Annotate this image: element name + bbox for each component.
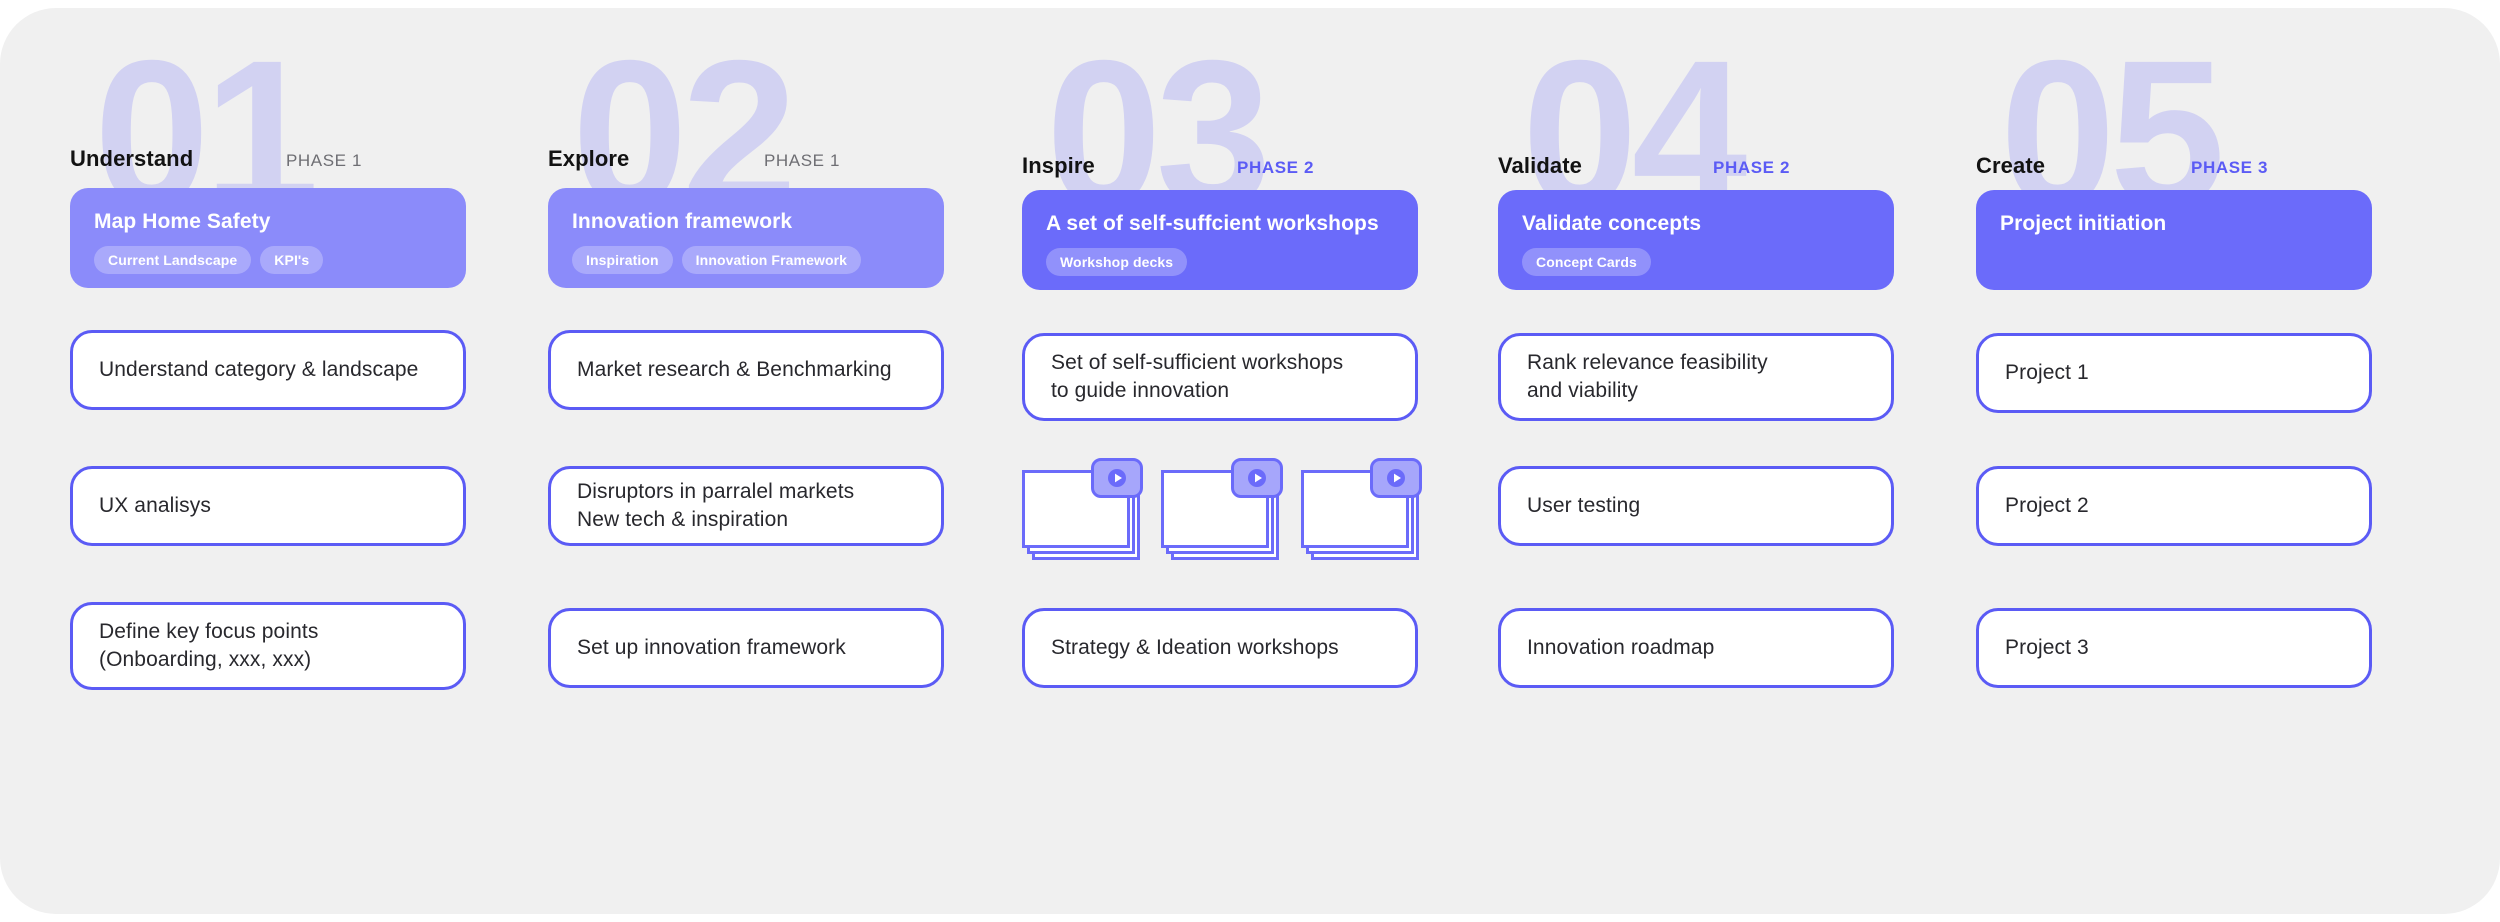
phase-item-text: User testing [1527,492,1640,520]
phase-item-line: Project 2 [2005,493,2089,517]
phase-item-line: Set of self-sufficient workshops [1051,350,1344,374]
phase-tag[interactable]: Workshop decks [1046,248,1188,277]
phase-tag[interactable]: KPI's [260,246,324,275]
phase-header: Explore PHASE 1 [548,146,840,172]
phase-item-line: Understand category & landscape [99,357,419,381]
phase-item-card[interactable]: Define key focus points (Onboarding, xxx,… [70,602,466,690]
phase-item-text: Project 3 [2005,634,2089,662]
phase-header: Create PHASE 3 [1976,153,2268,179]
phase-item-line: Strategy & Ideation workshops [1051,635,1339,659]
phase-tag[interactable]: Innovation Framework [681,246,862,275]
phase-tag-row: Inspiration Innovation Framework [572,246,920,275]
phase-item-line: (Onboarding, xxx, xxx) [99,648,312,671]
phase-item-text: Rank relevance feasibility and viability [1527,349,1768,406]
phase-item-text: Set up innovation framework [577,634,846,662]
phase-item-line: UX analisys [99,493,211,517]
phase-item-line: User testing [1527,493,1641,517]
phase-item-card[interactable]: Market research & Benchmarking [548,330,944,410]
phase-item-card[interactable]: Project 1 [1976,333,2372,413]
phase-title: Inspire [1022,153,1095,178]
phase-tag[interactable]: Concept Cards [1522,248,1651,277]
phase-label: PHASE 3 [2191,158,2268,177]
phase-item-line: Market research & Benchmarking [577,357,892,381]
phase-summary-title: Validate concepts [1522,212,1702,235]
workshop-deck-group [1022,458,1422,566]
deck-sheet [1022,470,1130,548]
phase-item-line: Rank relevance feasibility [1527,350,1768,374]
phase-tag-row: Current Landscape KPI's [94,246,442,275]
phase-item-text: Define key focus points (Onboarding, xxx,… [99,618,318,675]
phase-header: Understand PHASE 1 [70,146,362,172]
phase-label: PHASE 1 [285,151,362,170]
phase-item-line: to guide innovation [1051,379,1230,402]
phase-item-card[interactable]: Set of self-sufficient workshops to guide… [1022,333,1418,421]
phase-summary-title: A set of self-suffcient workshops [1046,212,1379,235]
phase-item-line: Innovation roadmap [1527,635,1715,659]
phase-item-line: Disruptors in parralel markets [577,479,855,503]
play-badge-icon[interactable] [1091,458,1144,498]
phase-item-card[interactable]: UX analisys [70,466,466,546]
phase-item-line: New tech & inspiration [577,508,789,531]
phase-item-card[interactable]: Project 3 [1976,608,2372,688]
phase-item-line: and viability [1527,379,1639,402]
phase-item-text: Strategy & Ideation workshops [1051,634,1339,662]
phase-label: PHASE 1 [763,151,840,170]
phase-tag[interactable]: Current Landscape [94,246,252,275]
phase-item-card[interactable]: Project 2 [1976,466,2372,546]
phase-summary-card[interactable]: Project initiation [1976,190,2372,290]
phase-item-line: Project 1 [2005,360,2089,384]
phase-item-line: Set up innovation framework [577,635,846,659]
phase-tag[interactable]: Inspiration [572,246,673,275]
phase-item-line: Define key focus points [99,619,319,643]
phase-item-line: Project 3 [2005,635,2089,659]
phase-item-card[interactable]: Rank relevance feasibility and viability [1498,333,1894,421]
slide-deck-play-icon[interactable] [1161,458,1283,566]
phase-item-text: Set of self-sufficient workshops to guide… [1051,349,1343,406]
phase-title: Validate [1498,153,1582,178]
phase-summary-title: Project initiation [2000,212,2167,235]
phase-item-card[interactable]: Understand category & landscape [70,330,466,410]
slide-deck-play-icon[interactable] [1300,458,1422,566]
phase-item-card[interactable]: Set up innovation framework [548,608,944,688]
slide-deck-play-icon[interactable] [1022,458,1144,566]
phase-summary-title: Innovation framework [572,210,793,233]
phase-item-text: Project 1 [2005,359,2089,387]
phase-item-text: Project 2 [2005,492,2089,520]
play-badge-icon[interactable] [1230,458,1283,498]
phase-tag-row: Concept Cards [1522,248,1870,277]
phase-item-text: Market research & Benchmarking [577,356,892,384]
phase-item-card[interactable]: Strategy & Ideation workshops [1022,608,1418,688]
phase-label: PHASE 2 [1237,158,1314,177]
phase-summary-title: Map Home Safety [94,210,271,233]
phase-label: PHASE 2 [1713,158,1790,177]
phase-title: Create [1976,153,2046,178]
phase-item-text: UX analisys [99,492,211,520]
phase-title: Explore [548,146,630,171]
phase-header: Validate PHASE 2 [1498,153,1790,179]
play-badge-icon[interactable] [1369,458,1422,498]
phase-item-card[interactable]: Innovation roadmap [1498,608,1894,688]
phase-tag-row: Workshop decks [1046,248,1394,277]
phase-item-text: Understand category & landscape [99,356,418,384]
phase-header: Inspire PHASE 2 [1022,153,1314,179]
phase-item-card[interactable]: User testing [1498,466,1894,546]
phase-title: Understand [70,146,194,171]
phase-item-text: Innovation roadmap [1527,634,1714,662]
